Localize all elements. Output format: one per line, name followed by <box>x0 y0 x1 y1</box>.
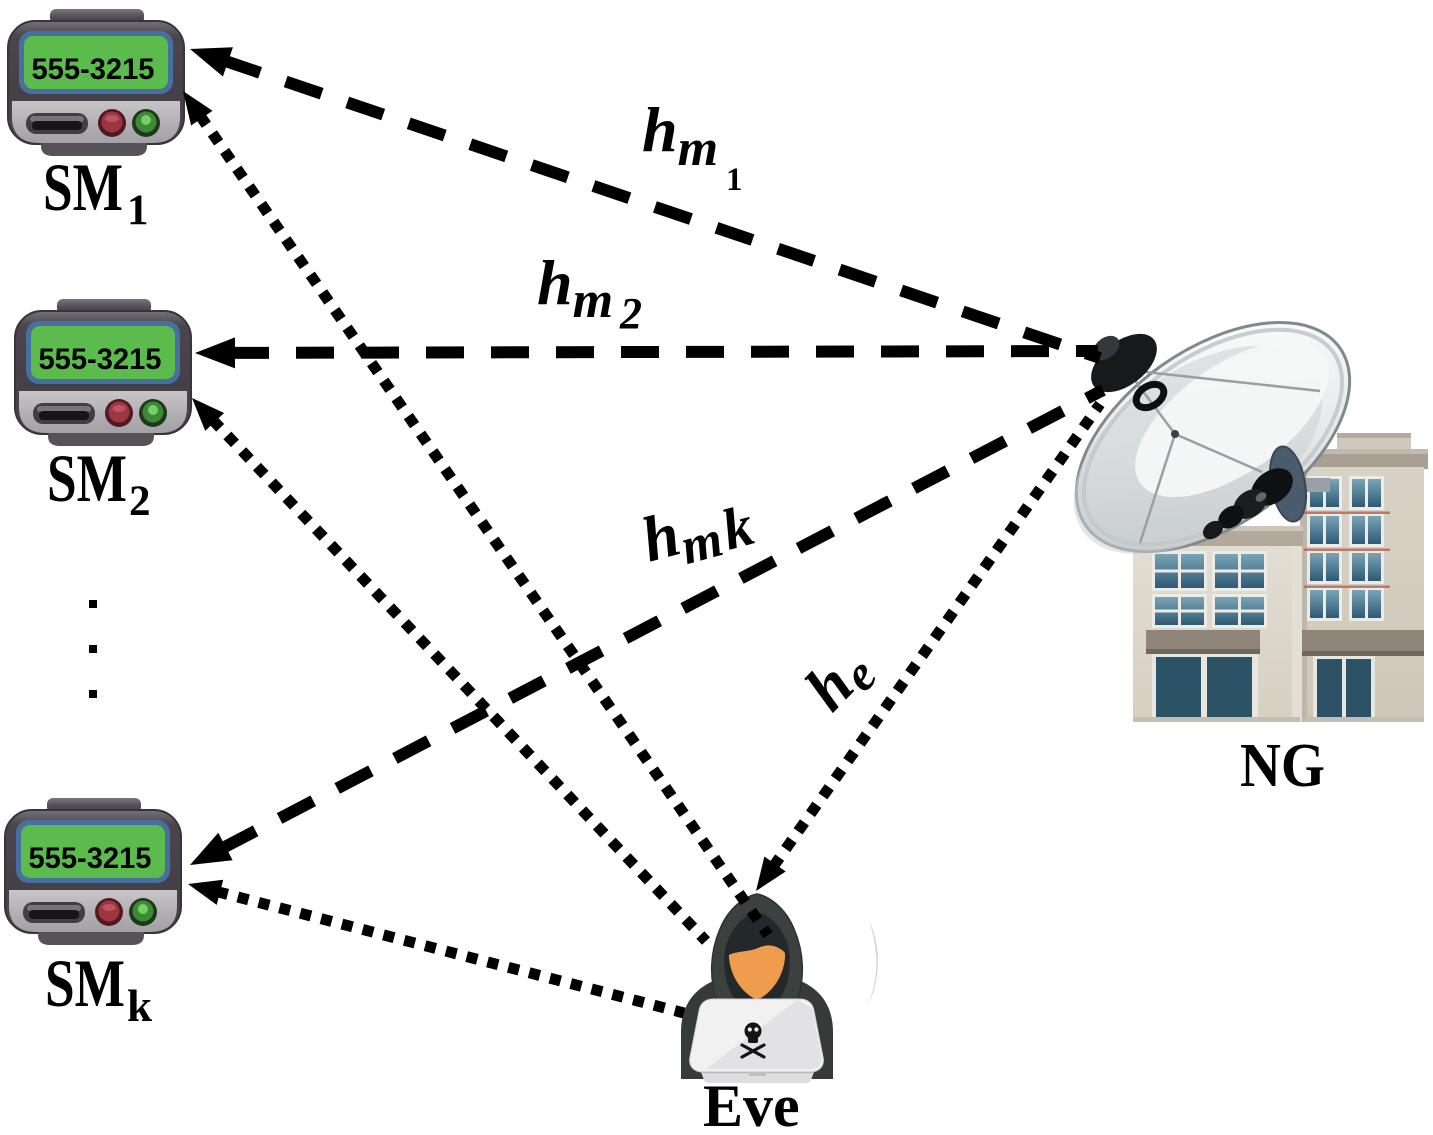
svg-text:k: k <box>127 981 152 1031</box>
svg-text:SM: SM <box>47 440 127 516</box>
svg-text:NG: NG <box>1240 732 1325 800</box>
svg-text:2: 2 <box>129 478 151 525</box>
svg-text:SM: SM <box>45 945 125 1021</box>
svg-text:1: 1 <box>127 187 149 234</box>
svg-text:SM: SM <box>43 149 123 225</box>
svg-text:Eve: Eve <box>703 1073 800 1135</box>
